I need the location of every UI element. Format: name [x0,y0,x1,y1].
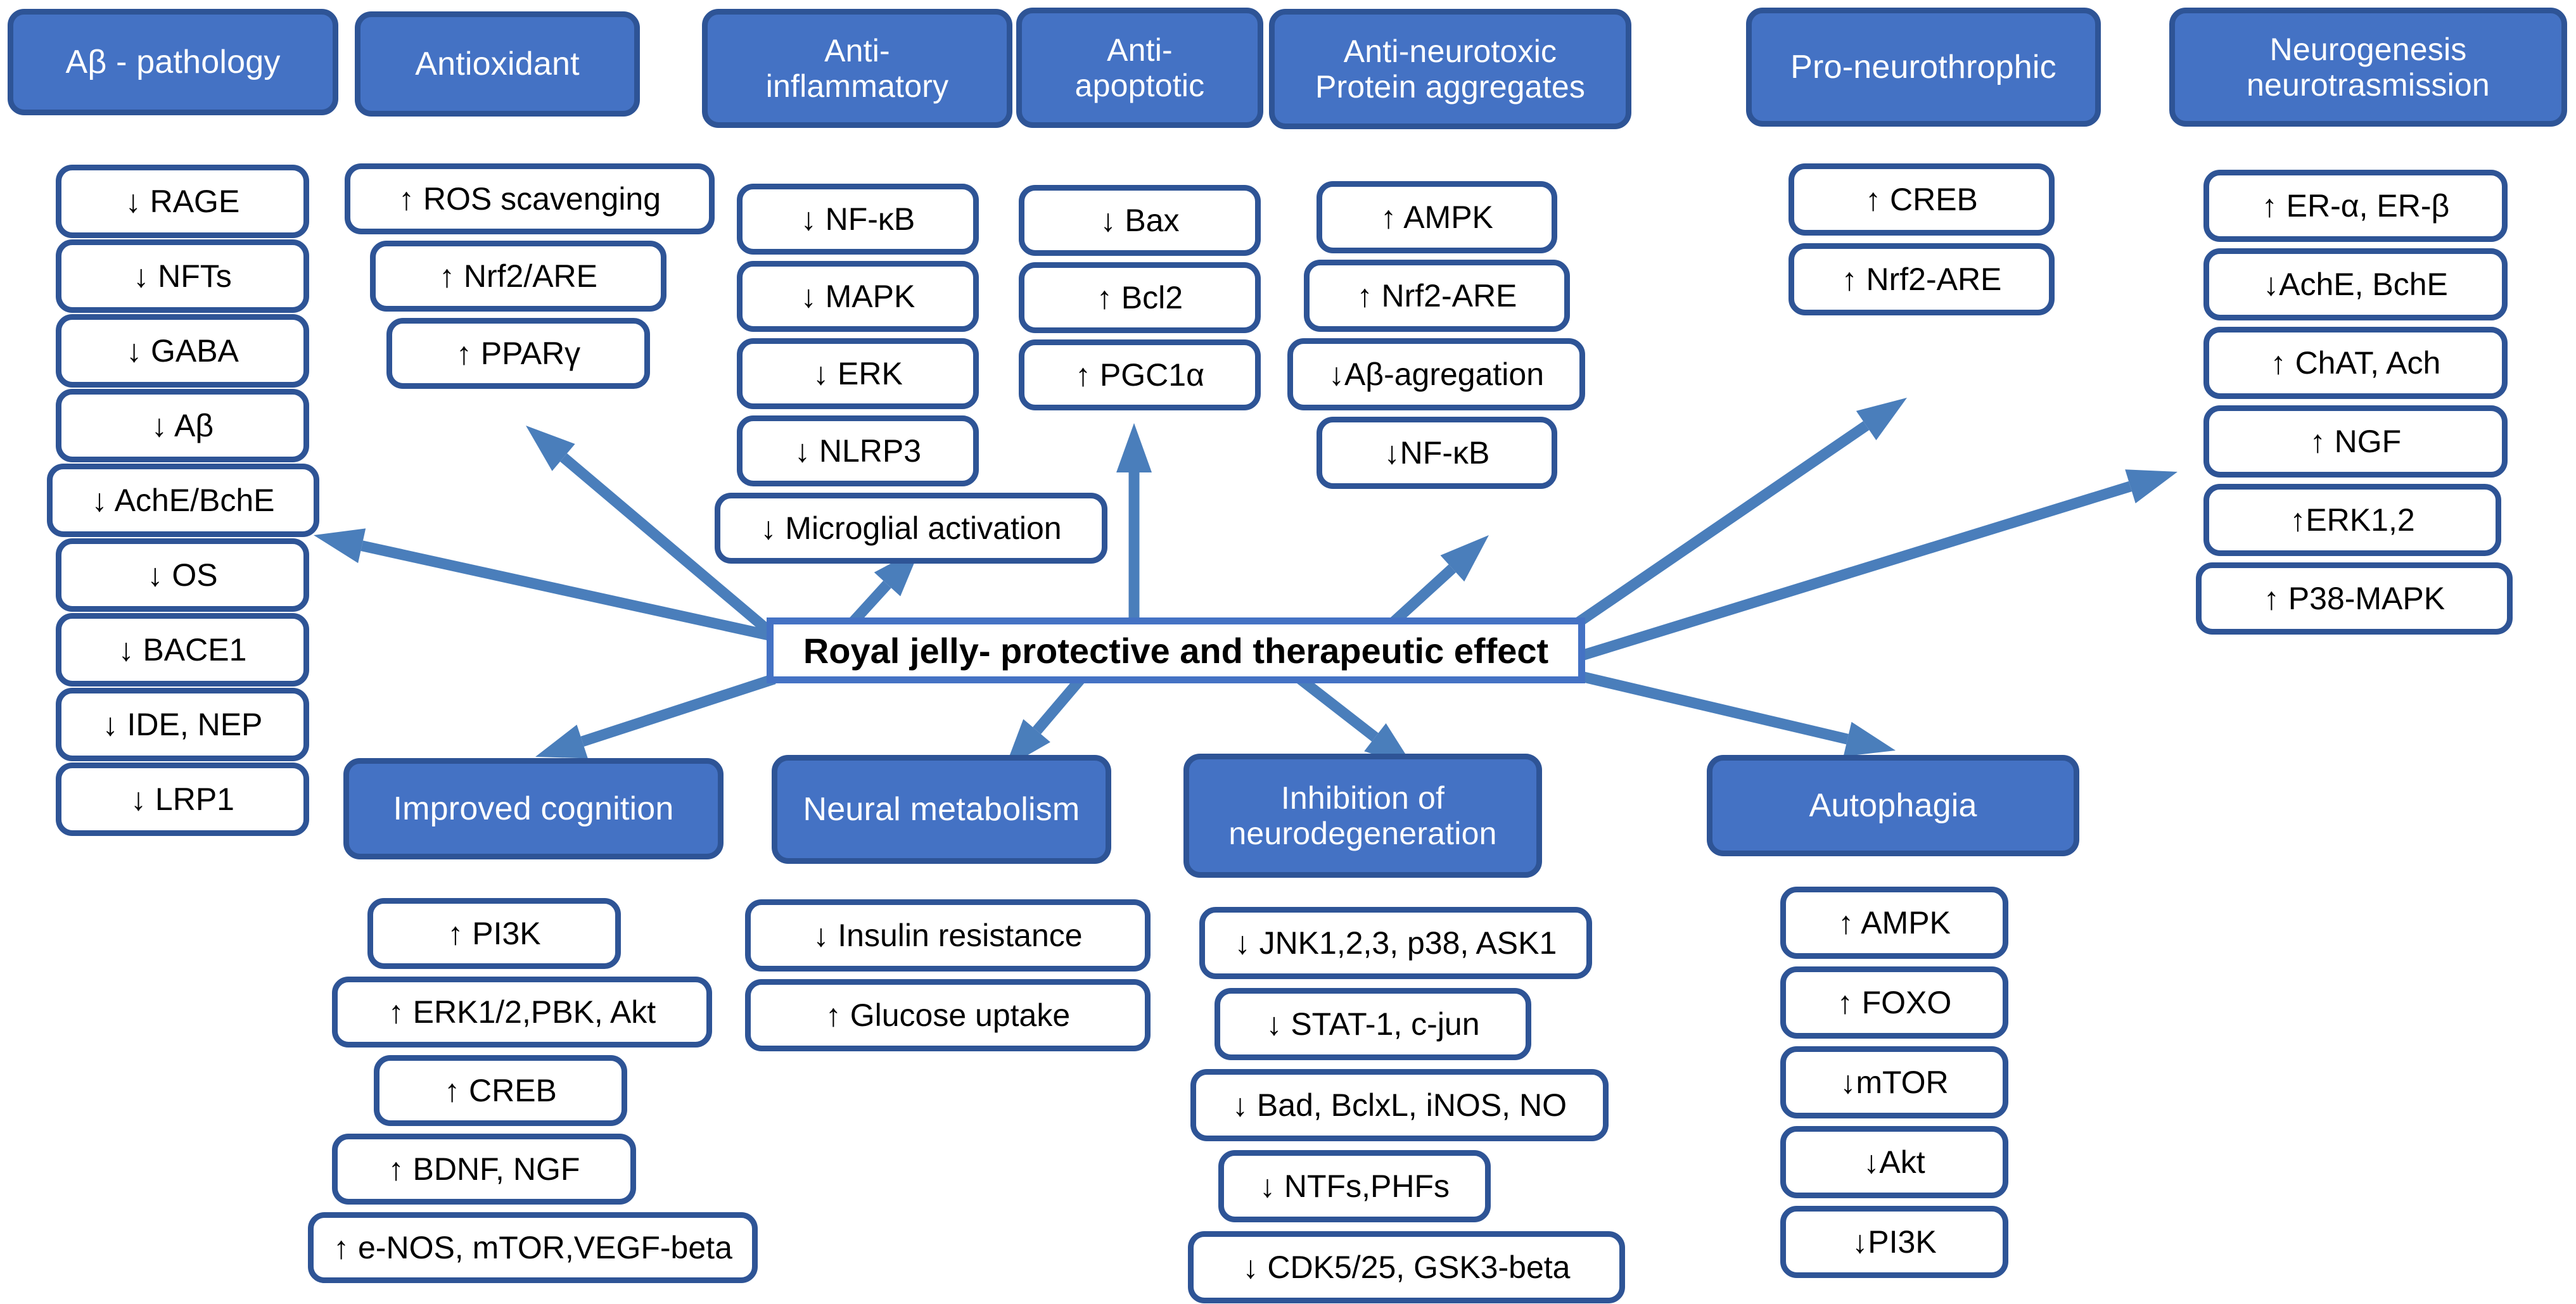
arrow-to-pro-neurothrophic [1559,398,1907,638]
item-glucose-uptake[interactable]: ↑ Glucose uptake [745,979,1151,1051]
item-a[interactable]: ↓ Aβ [56,389,309,462]
item-creb[interactable]: ↑ CREB [374,1055,627,1126]
item-lrp1[interactable]: ↓ LRP1 [56,763,309,836]
item-bdnf-ngf[interactable]: ↑ BDNF, NGF [332,1134,636,1205]
arrow-to-neurogenesis [1565,469,2177,666]
item-microglial-activation[interactable]: ↓ Microglial activation [715,493,1107,564]
item-bad-bclxl-inos-no[interactable]: ↓ Bad, BclxL, iNOS, NO [1190,1069,1609,1141]
item-bax[interactable]: ↓ Bax [1019,185,1261,256]
item-nrf2-are[interactable]: ↑ Nrf2-ARE [1304,260,1570,332]
item-insulin-resistance[interactable]: ↓ Insulin resistance [745,899,1151,972]
item-nlrp3[interactable]: ↓ NLRP3 [737,415,979,486]
group-header-neural-metabolism[interactable]: Neural metabolism [772,755,1111,864]
item-erk1-2-pbk-akt[interactable]: ↑ ERK1/2,PBK, Akt [332,977,712,1048]
item-pgc1[interactable]: ↑ PGC1α [1019,339,1261,410]
group-header-antioxidant[interactable]: Antioxidant [355,11,640,117]
group-header-pro-neurothrophic[interactable]: Pro-neurothrophic [1746,8,2101,127]
item-pi3k[interactable]: ↑ PI3K [367,898,621,969]
item-ntfs-phfs[interactable]: ↓ NTFs,PHFs [1218,1150,1491,1222]
item-nrf2-are[interactable]: ↑ Nrf2/ARE [370,241,666,312]
central-node[interactable]: Royal jelly- protective and therapeutic … [767,617,1585,683]
item-ngf[interactable]: ↑ NGF [2203,405,2508,478]
item-mapk[interactable]: ↓ MAPK [737,261,979,332]
item-ppar[interactable]: ↑ PPARγ [386,318,650,389]
item-mtor[interactable]: ↓mTOR [1780,1046,2008,1118]
arrow-to-autophagia [1564,667,1896,757]
item-ache-bche[interactable]: ↓ AchE/BchE [47,464,319,537]
item-akt[interactable]: ↓Akt [1780,1126,2008,1198]
item-nfts[interactable]: ↓ NFTs [56,239,309,313]
item-erk1-2[interactable]: ↑ERK1,2 [2203,484,2501,556]
item-ide-nep[interactable]: ↓ IDE, NEP [56,688,309,761]
item-ampk[interactable]: ↑ AMPK [1317,181,1557,253]
item-erk[interactable]: ↓ ERK [737,338,979,409]
item-foxo[interactable]: ↑ FOXO [1780,966,2008,1039]
item-ros-scavenging[interactable]: ↑ ROS scavenging [345,163,715,234]
group-header-a-pathology[interactable]: Aβ - pathology [8,9,338,115]
item-ampk[interactable]: ↑ AMPK [1780,887,2008,959]
item-ache-bche[interactable]: ↓AchE, BchE [2203,248,2508,320]
item-pi3k[interactable]: ↓PI3K [1780,1206,2008,1278]
item-cdk5-25-gsk3-beta[interactable]: ↓ CDK5/25, GSK3-beta [1188,1231,1625,1303]
group-header-anti-inflammatory[interactable]: Anti-inflammatory [702,9,1012,128]
item-p38-mapk[interactable]: ↑ P38-MAPK [2196,562,2513,635]
item-stat-1-c-jun[interactable]: ↓ STAT-1, c-jun [1215,988,1531,1060]
item-e-nos-mtor-vegf-beta[interactable]: ↑ e-NOS, mTOR,VEGF-beta [308,1212,758,1283]
arrow-to-abeta-pathology [314,528,773,642]
arrow-to-improved-cognition [535,673,776,759]
item-rage[interactable]: ↓ RAGE [56,165,309,238]
item-bcl2[interactable]: ↑ Bcl2 [1019,262,1261,333]
item-jnk1-2-3-p38-ask1[interactable]: ↓ JNK1,2,3, p38, ASK1 [1199,907,1592,979]
group-header-improved-cognition[interactable]: Improved cognition [343,758,724,859]
item-gaba[interactable]: ↓ GABA [56,314,309,388]
item-nrf2-are[interactable]: ↑ Nrf2-ARE [1789,243,2055,315]
item-bace1[interactable]: ↓ BACE1 [56,613,309,687]
item-nf-b[interactable]: ↓ NF-κB [737,184,979,255]
item-os[interactable]: ↓ OS [56,538,309,612]
group-header-autophagia[interactable]: Autophagia [1707,755,2079,856]
arrow-to-anti-apoptotic [1116,423,1152,633]
item-er-er[interactable]: ↑ ER-α, ER-β [2203,170,2508,242]
item-nf-b[interactable]: ↓NF-κB [1317,417,1557,489]
item-creb[interactable]: ↑ CREB [1789,163,2055,236]
item-a-agregation[interactable]: ↓Aβ-agregation [1287,338,1585,410]
item-chat-ach[interactable]: ↑ ChAT, Ach [2203,327,2508,399]
group-header-anti-apoptotic[interactable]: Anti-apoptotic [1016,8,1263,128]
